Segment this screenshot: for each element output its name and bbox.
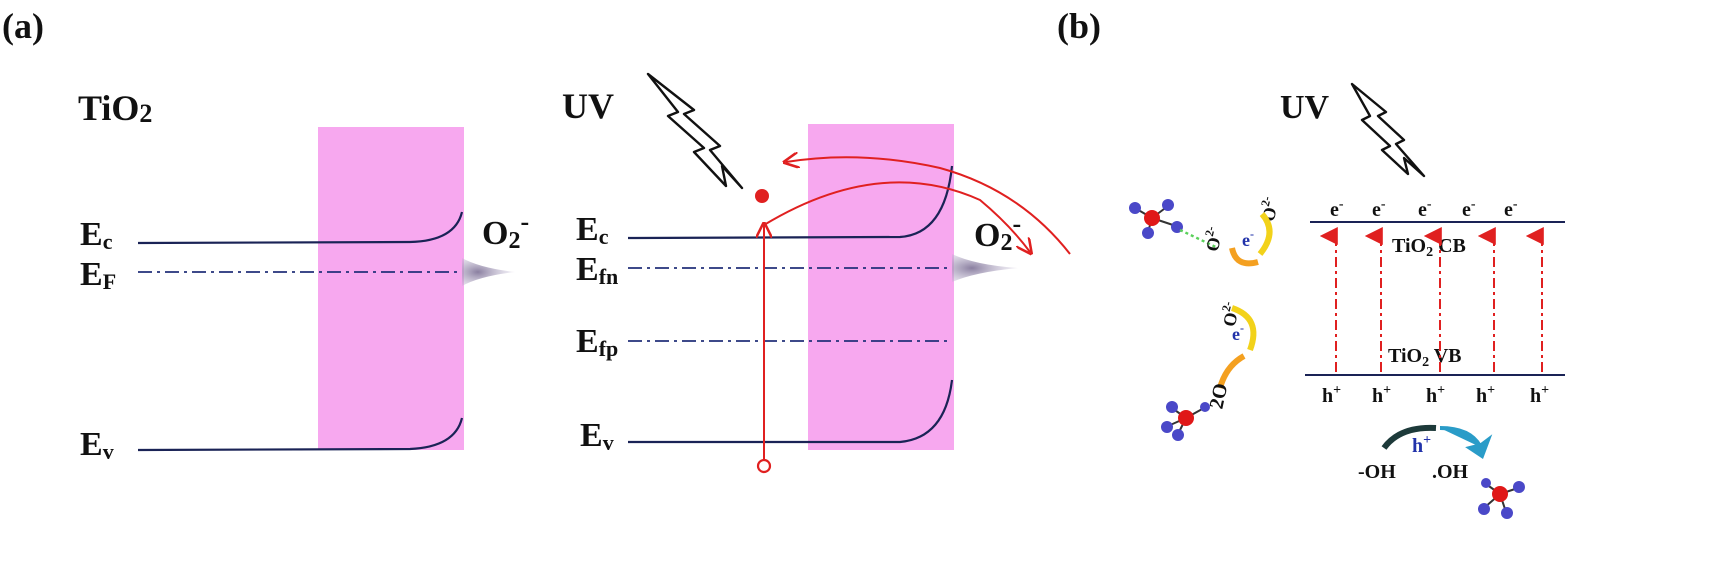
- excitation-arrows: [1319, 227, 1544, 372]
- adsorbate-label-dark: O2-: [482, 207, 529, 254]
- cycle-electron-1: e-: [1242, 227, 1254, 250]
- cycle-arrow-orange-2: [1217, 353, 1246, 389]
- hole-label: h+: [1530, 383, 1549, 407]
- depletion-region-dark: [318, 127, 464, 450]
- surface-state-uv: [952, 254, 1018, 282]
- superoxide-label-3: O2-: [1216, 300, 1243, 328]
- electron-transfer-arrow: [763, 181, 1030, 252]
- cycle-arrow-orange-1: [1229, 247, 1259, 267]
- valence-band-uv: [628, 379, 954, 444]
- hole-label: h+: [1476, 383, 1495, 407]
- conduction-band-uv: [627, 165, 954, 240]
- superoxide-label-1: O2-: [1199, 225, 1226, 253]
- interaction-dashes: [1179, 228, 1219, 250]
- cycle-hole-label: h+: [1412, 433, 1431, 457]
- uv-label-b: UV: [1280, 89, 1330, 126]
- two-o-label: 2O: [1205, 381, 1232, 411]
- hole-row: h+ h+ h+ h+ h+: [1322, 383, 1549, 407]
- ev-label-uv: Ev: [580, 417, 614, 455]
- cycle-arrow-yellow-1: [1257, 212, 1273, 256]
- ef-label-dark: EF: [80, 256, 116, 294]
- material-label: TiO2: [78, 88, 152, 128]
- electron-row: e- e- e- e- e-: [1330, 197, 1518, 221]
- panel-a-label: (a): [2, 6, 44, 46]
- hydroxyl-radical-label: .OH: [1432, 461, 1469, 483]
- cb-label: TiO2 CB: [1392, 235, 1466, 260]
- photo-hole: [756, 458, 772, 474]
- back-transfer-arrow: [786, 157, 1071, 255]
- surface-state-dark: [462, 258, 515, 286]
- depletion-region-uv: [808, 124, 954, 450]
- efp-label: Efp: [576, 323, 618, 361]
- uv-label-a: UV: [562, 86, 614, 126]
- ec-label-uv: Ec: [576, 211, 609, 249]
- cycle-arrow-yellow-2: [1230, 305, 1257, 352]
- molecule-icon: [1129, 199, 1183, 239]
- uv-band-diagram: UV Ec Efn Efp Ev O2-: [562, 72, 1071, 474]
- photocatalysis-scheme: UV TiO2 CB TiO2 VB e- e- e- e- e- h+ h+ …: [1129, 82, 1565, 519]
- ec-label-dark: Ec: [80, 216, 113, 254]
- hole-label: h+: [1372, 383, 1391, 407]
- dark-band-diagram: TiO2 Ec EF Ev O2-: [78, 88, 529, 464]
- adsorbate-label-uv: O2-: [974, 209, 1021, 256]
- molecule-icon: [1161, 401, 1210, 441]
- vb-label: TiO2 VB: [1388, 345, 1462, 370]
- cycle-electron-2: e-: [1232, 321, 1244, 344]
- photo-electron: [755, 189, 769, 203]
- hydroxyl-ion-label: -OH: [1358, 461, 1396, 483]
- panel-b-label: (b): [1057, 6, 1101, 46]
- valence-band-dark: [137, 417, 464, 452]
- hole-transfer-arrow-dark: [1381, 424, 1437, 450]
- electron-label: e-: [1504, 197, 1518, 221]
- hole-label: h+: [1426, 383, 1445, 407]
- hole-transfer-arrow-teal: [1439, 426, 1493, 460]
- uv-lightning-icon-b: [1350, 82, 1426, 178]
- conduction-band-dark: [137, 211, 464, 245]
- electron-label: e-: [1462, 197, 1476, 221]
- hole-label: h+: [1322, 383, 1341, 407]
- electron-label: e-: [1372, 197, 1386, 221]
- ev-label-dark: Ev: [80, 426, 114, 464]
- molecule-icon: [1478, 478, 1525, 519]
- electron-label: e-: [1418, 197, 1432, 221]
- electron-label: e-: [1330, 197, 1344, 221]
- uv-lightning-icon-a: [646, 72, 744, 190]
- efn-label: Efn: [576, 251, 618, 289]
